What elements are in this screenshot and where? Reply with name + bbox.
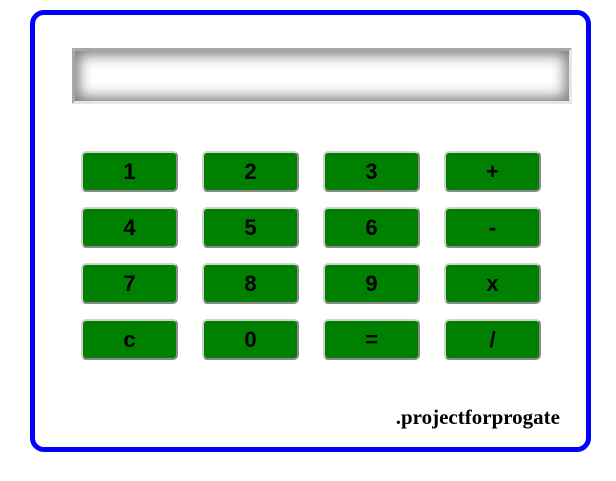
key-multiply[interactable]: x xyxy=(444,263,541,304)
key-3[interactable]: 3 xyxy=(323,151,420,192)
key-divide[interactable]: / xyxy=(444,319,541,360)
key-5[interactable]: 5 xyxy=(202,207,299,248)
key-6[interactable]: 6 xyxy=(323,207,420,248)
key-0[interactable]: 0 xyxy=(202,319,299,360)
key-2[interactable]: 2 xyxy=(202,151,299,192)
key-9[interactable]: 9 xyxy=(323,263,420,304)
keypad: 1 2 3 + 4 5 6 - 7 8 9 x c 0 = / xyxy=(81,151,541,360)
calculator-frame: 1 2 3 + 4 5 6 - 7 8 9 x c 0 = / .project… xyxy=(30,10,591,452)
key-minus[interactable]: - xyxy=(444,207,541,248)
key-4[interactable]: 4 xyxy=(81,207,178,248)
key-plus[interactable]: + xyxy=(444,151,541,192)
key-clear[interactable]: c xyxy=(81,319,178,360)
key-1[interactable]: 1 xyxy=(81,151,178,192)
calculator-display[interactable] xyxy=(72,48,572,104)
key-equals[interactable]: = xyxy=(323,319,420,360)
key-7[interactable]: 7 xyxy=(81,263,178,304)
credit-text: .projectforprogate xyxy=(395,405,560,429)
key-8[interactable]: 8 xyxy=(202,263,299,304)
